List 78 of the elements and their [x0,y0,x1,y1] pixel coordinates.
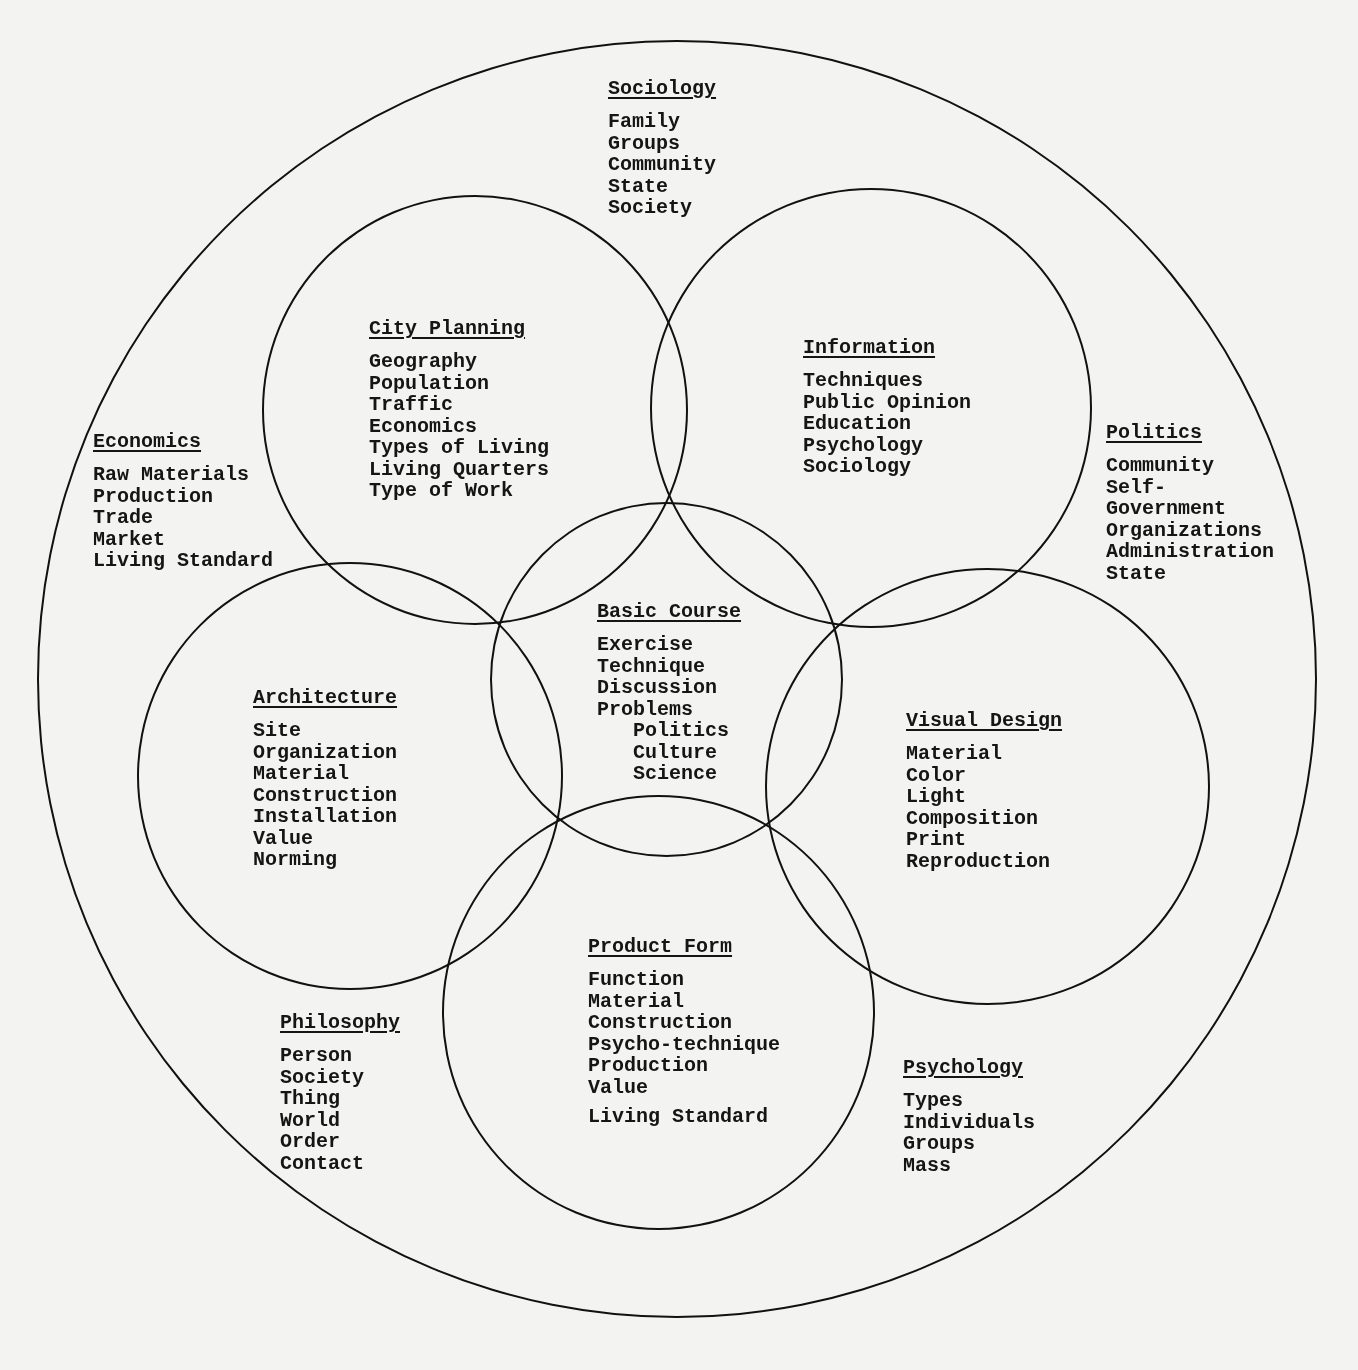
topic-item: Site [253,720,301,742]
topic-item: Education [803,413,912,435]
topic-item: Individuals [903,1111,1036,1133]
topic-item: Mass [903,1154,951,1176]
topic-item: State [608,175,668,197]
topic-item: Living Standard [93,550,274,572]
topic-item: Types of Living [369,437,550,459]
topic-item: Exercise [597,634,693,656]
topic-item: Production [93,485,214,507]
topic-item: Value [253,827,313,849]
topic-item: Type of Work [369,480,514,502]
topic-item: Contact [280,1152,364,1174]
subject-heading: Psychology [903,1057,1024,1079]
topic-item: Function [588,969,684,991]
topic-item: Groups [608,132,680,154]
circle-outline [442,795,875,1230]
subject-heading: Information [803,337,936,359]
subject-heading: City Planning [369,318,526,340]
subject-heading: Visual Design [906,710,1063,732]
topic-item: Composition [906,807,1039,829]
topic-item: Market [93,528,165,550]
subject-heading: Sociology [608,78,717,100]
topic-item: Material [253,763,349,785]
circle-outline [490,502,843,857]
topic-item: Culture [633,741,717,763]
topic-item: Science [633,763,717,785]
topic-item: Family [608,111,680,133]
topic-item: Production [588,1055,709,1077]
topic-item: Reproduction [906,850,1051,872]
topic-item: Living Quarters [369,458,550,480]
topic-item: Politics [633,720,729,742]
topic-item: Order [280,1131,340,1153]
topic-item: Technique [597,655,706,677]
subject-heading: Product Form [588,936,733,958]
topic-item: Psychology [803,434,924,456]
topic-item: Administration [1106,541,1275,563]
circle-outline [765,568,1210,1005]
topic-item: Psycho-technique [588,1033,781,1055]
topic-item: Techniques [803,370,924,392]
topic-item: Geography [369,351,478,373]
topic-item: Material [588,990,684,1012]
topic-item: Construction [588,1012,733,1034]
subject-heading: Basic Course [597,601,742,623]
topic-item: Organizations [1106,519,1263,541]
subject-heading: Economics [93,431,202,453]
topic-item: Society [608,197,692,219]
topic-item: Raw Materials [93,464,250,486]
topic-item: Types [903,1090,963,1112]
topic-item: Light [906,786,966,808]
subject-heading: Architecture [253,687,398,709]
subject-heading: Politics [1106,422,1202,444]
topic-item: Construction [253,784,398,806]
topic-item: Material [906,743,1002,765]
topic-item: Economics [369,415,478,437]
topic-item: Living Standard [588,1106,769,1128]
topic-item: Color [906,764,966,786]
topic-item: Public Opinion [803,391,972,413]
topic-item: Person [280,1045,352,1067]
topic-item: Installation [253,806,398,828]
circle-outline [37,40,1317,1318]
topic-item: Discussion [597,677,718,699]
topic-item: Sociology [803,456,912,478]
topic-item: Population [369,372,490,394]
topic-item: Groups [903,1133,975,1155]
topic-item: Trade [93,507,153,529]
topic-item: Organization [253,741,398,763]
topic-item: State [1106,562,1166,584]
topic-item: Problems [597,698,693,720]
topic-item: Thing [280,1088,340,1110]
topic-item: Traffic [369,394,453,416]
topic-item: Self- Government [1106,476,1226,520]
topic-item: World [280,1109,340,1131]
topic-item: Norming [253,849,337,871]
topic-item: Community [608,154,717,176]
topic-item: Print [906,829,966,851]
subject-heading: Philosophy [280,1012,401,1034]
topic-item: Value [588,1076,648,1098]
topic-item: Society [280,1066,364,1088]
